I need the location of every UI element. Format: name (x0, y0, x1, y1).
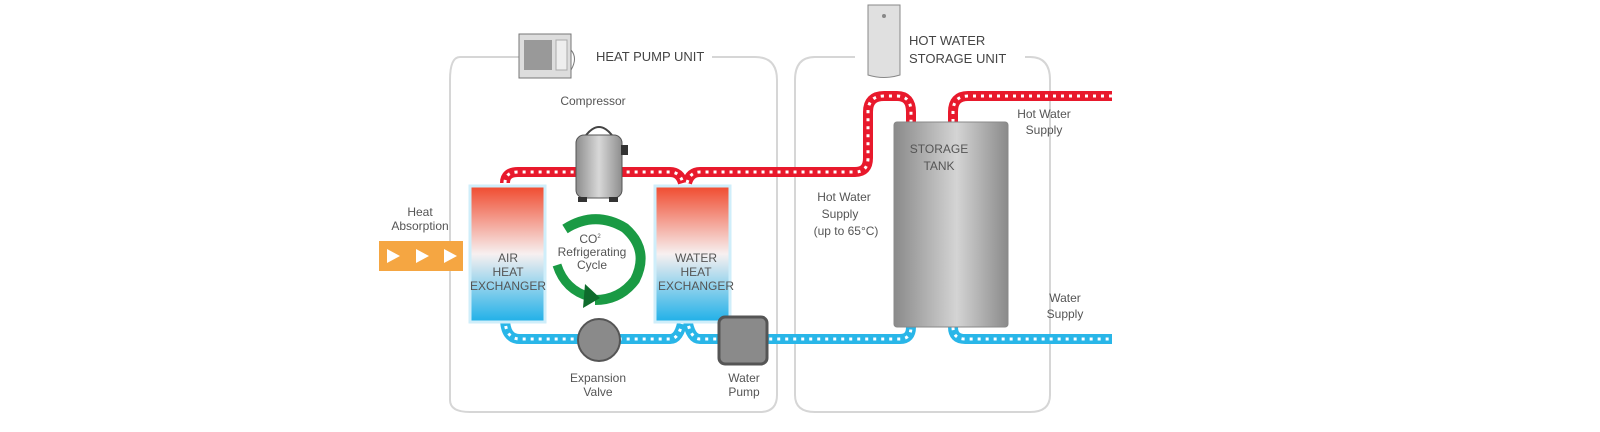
storage-unit-title-line2: STORAGE UNIT (909, 51, 1006, 66)
water-pump-label-2: Pump (728, 385, 760, 399)
heat-absorption-label-2: Absorption (391, 219, 448, 233)
storage-unit-icon (867, 4, 901, 78)
hot-water-supply-in-label-2: Supply (822, 207, 859, 221)
hot-water-supply-out-label-1: Hot Water (1017, 107, 1071, 121)
cycle-arrow-icon (552, 214, 646, 308)
water-supply-label-2: Supply (1047, 307, 1084, 321)
heat-pump-unit-border (449, 56, 778, 413)
water-hx-label-1: WATER (675, 251, 717, 265)
storage-unit-border (794, 56, 1051, 413)
water-pump-icon (717, 315, 769, 366)
water-hx-label-2: HEAT (680, 265, 712, 279)
heat-pump-unit-title: HEAT PUMP UNIT (596, 49, 704, 64)
storage-tank-label-2: TANK (923, 159, 954, 173)
water-pump-label-1: Water (728, 371, 760, 385)
heat-absorption-label-1: Heat (407, 205, 433, 219)
storage-unit-title-line1: HOT WATER (909, 33, 985, 48)
compressor-icon (575, 126, 628, 202)
cycle-label-1: CO2 (579, 232, 601, 246)
water-heat-exchanger (653, 184, 732, 324)
storage-tank-label-1: STORAGE (910, 142, 968, 156)
water-hx-label-3: EXCHANGER (658, 279, 734, 293)
expansion-valve-label-1: Expansion (570, 371, 626, 385)
expansion-valve-label-2: Valve (583, 385, 612, 399)
hot-water-supply-in-label-1: Hot Water (817, 190, 871, 204)
air-hx-label-3: EXCHANGER (470, 279, 546, 293)
hot-water-supply-out-label-2: Supply (1026, 123, 1063, 137)
air-hx-label-1: AIR (498, 251, 518, 265)
heat-absorption-arrow (379, 241, 463, 271)
storage-tank (893, 121, 1009, 328)
hot-water-supply-in-label-3: (up to 65°C) (814, 224, 879, 238)
cycle-label-2: Refrigerating (558, 245, 627, 259)
compressor-label: Compressor (560, 94, 625, 108)
expansion-valve-icon (577, 318, 621, 362)
air-heat-exchanger (468, 184, 547, 324)
outdoor-unit-icon (518, 33, 575, 79)
air-hx-label-2: HEAT (492, 265, 524, 279)
cycle-label-3: Cycle (577, 258, 607, 272)
water-supply-label-1: Water (1049, 291, 1081, 305)
